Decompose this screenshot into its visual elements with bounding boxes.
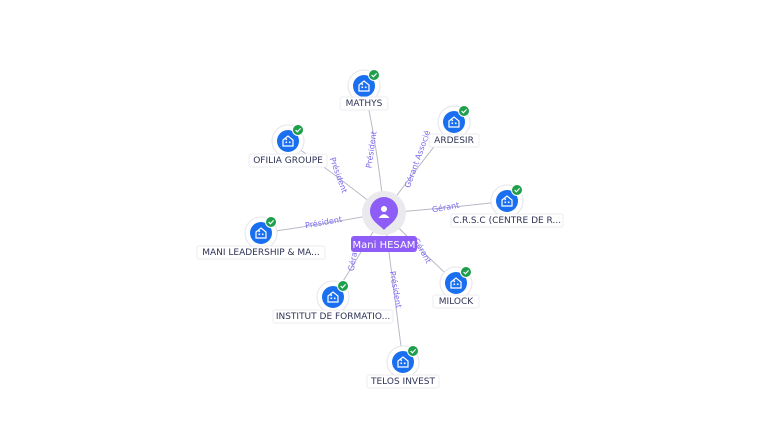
company-icon [501, 195, 513, 207]
center-label-badge [351, 236, 417, 252]
verified-check-icon [460, 266, 472, 278]
company-icon [397, 356, 409, 368]
company-icon [448, 116, 460, 128]
edge-telos: Président [383, 212, 404, 363]
verified-check-icon [511, 184, 523, 196]
nodes-layer: MATHYS ARDESIR C.R.S.C (CENTRE DE R... MILO… [196, 69, 564, 389]
node-mani-leadership[interactable]: MANI LEADERSHIP & MA... [196, 216, 326, 260]
node-ardesir[interactable]: ARDESIR [428, 105, 480, 148]
node-label-bg [272, 309, 394, 324]
node-label-bg [248, 153, 328, 168]
node-label: MILOCK [439, 297, 474, 307]
node-label: MANI LEADERSHIP & MA... [202, 248, 320, 258]
verified-check-icon [337, 280, 349, 292]
edge-role-label: Président [388, 270, 404, 308]
edge-role-label: Gérant [431, 200, 460, 215]
node-label-bg [450, 213, 564, 228]
company-icon [450, 277, 462, 289]
center-node[interactable]: Mani HESAM [351, 191, 417, 252]
node-institut[interactable]: INSTITUT DE FORMATIO... [272, 280, 394, 324]
verified-check-icon [407, 345, 419, 357]
node-ofilia[interactable]: OFILIA GROUPE [248, 124, 328, 168]
node-telos[interactable]: TELOS INVEST [366, 345, 440, 389]
edge-role-label: Gérant Associé [402, 129, 432, 189]
node-label-bg [432, 294, 480, 309]
company-icon [255, 227, 267, 239]
person-icon [378, 206, 390, 218]
node-label: OFILIA GROUPE [253, 156, 323, 166]
edge-role-label: Président [328, 156, 350, 194]
verified-check-icon [458, 105, 470, 117]
node-label-bg [196, 245, 326, 260]
verified-check-icon [292, 124, 304, 136]
node-label: ARDESIR [434, 136, 474, 146]
node-label-bg [366, 374, 440, 389]
node-crsc[interactable]: C.R.S.C (CENTRE DE R... [450, 184, 564, 228]
node-label-bg [428, 133, 480, 148]
node-mathys[interactable]: MATHYS [339, 69, 389, 111]
verified-check-icon [368, 69, 380, 81]
company-icon [282, 135, 294, 147]
edge-role-label: Président [304, 214, 342, 230]
verified-check-icon [265, 216, 277, 228]
node-label: MATHYS [346, 99, 383, 109]
center-name: Mani HESAM [353, 240, 416, 251]
node-label: TELOS INVEST [370, 377, 435, 387]
company-icon [327, 291, 339, 303]
node-label: INSTITUT DE FORMATIO... [276, 312, 390, 322]
company-icon [358, 80, 370, 92]
node-label: C.R.S.C (CENTRE DE R... [453, 216, 561, 226]
node-milock[interactable]: MILOCK [432, 266, 480, 309]
center-pin [370, 197, 398, 230]
node-label-bg [339, 96, 389, 111]
